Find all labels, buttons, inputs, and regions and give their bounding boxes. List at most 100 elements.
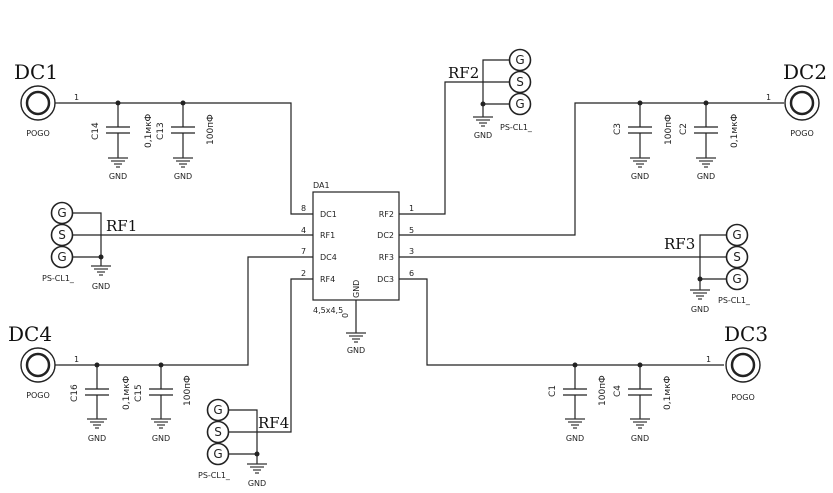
rf-connector-rf1: GND G S G RF1 PS-CL1_: [42, 201, 137, 291]
pin-name-rf1: RF1: [320, 231, 335, 240]
wire-dc3: [399, 278, 724, 366]
wire-dc4: [59, 256, 313, 366]
wires: [59, 81, 784, 433]
pin-name-rf2: RF2: [379, 210, 394, 219]
c16-gnd: GND: [88, 434, 106, 443]
rf1-pin-g2: G: [57, 250, 66, 264]
c2-gnd: GND: [697, 172, 715, 181]
pogo-dc4-ref: DC4: [8, 322, 52, 346]
rf2-gnd: GND: [474, 131, 492, 140]
rf1-pin-s: S: [58, 228, 66, 242]
capacitor-c3: GND C3 100пФ: [613, 100, 674, 181]
chip-body: [312, 191, 400, 301]
rf3-pin-s: S: [733, 250, 741, 264]
wire-rf4: [228, 278, 313, 433]
c4-value: 0,1мкФ: [663, 375, 673, 410]
wire-rf2: [399, 81, 509, 215]
c13-gnd: GND: [174, 172, 192, 181]
rf-connector-rf3: GND G S G RF3 PS-CL1_: [664, 223, 751, 314]
rf4-pin-g2: G: [213, 447, 222, 461]
pin-name-dc4: DC4: [320, 253, 337, 262]
pin-num-7: 7: [301, 247, 306, 256]
pogo-dc3-ref: DC3: [724, 322, 768, 346]
c2-ref: C2: [679, 123, 689, 135]
pogo-dc1-pin: 1: [74, 93, 79, 102]
rf4-gnd: GND: [248, 479, 266, 488]
pin-num-4: 4: [301, 226, 306, 235]
c16-value: 0,1мкФ: [122, 375, 132, 410]
capacitor-c13: GND C13 100пФ: [156, 100, 216, 181]
rf1-part: PS-CL1_: [42, 274, 75, 283]
c13-ref: C13: [156, 122, 166, 140]
rf-connector-rf4: GND G S G RF4 PS-CL1_: [198, 398, 289, 488]
capacitor-c16: GND C16 0,1мкФ: [70, 362, 132, 443]
c15-ref: C15: [134, 384, 144, 402]
pin-num-6: 6: [409, 269, 414, 278]
rf1-pin-g1: G: [57, 206, 66, 220]
c13-value: 100пФ: [206, 114, 216, 145]
pin-name-dc2: DC2: [377, 231, 394, 240]
pogo-dc1: DC1 POGO 1: [14, 60, 79, 138]
capacitor-c2: GND C2 0,1мкФ: [679, 100, 740, 181]
rf-connector-rf2: GND G S G RF2 PS-CL1_: [448, 48, 533, 140]
c2-value: 0,1мкФ: [730, 113, 740, 148]
pogo-dc4-pin: 1: [74, 355, 79, 364]
pin-num-5: 5: [409, 226, 414, 235]
pin-name-dc3: DC3: [377, 275, 394, 284]
pogo-dc1-ref: DC1: [14, 60, 58, 84]
capacitor-c14: GND C14 0,1мкФ: [91, 100, 154, 181]
gnd-label: GND: [347, 346, 365, 355]
c15-gnd: GND: [152, 434, 170, 443]
pin-num-0: 0: [341, 313, 350, 318]
c15-value: 100пФ: [183, 375, 193, 406]
pogo-dc3: DC3 POGO 1: [706, 322, 768, 402]
c14-value: 0,1мкФ: [144, 113, 154, 148]
pin-name-rf4: RF4: [320, 275, 335, 284]
pogo-dc2-ref: DC2: [783, 60, 827, 84]
rf3-label: RF3: [664, 235, 695, 253]
pin-num-3: 3: [409, 247, 414, 256]
rf3-pin-g2: G: [732, 272, 741, 286]
c3-gnd: GND: [631, 172, 649, 181]
rf2-pin-g1: G: [515, 53, 524, 67]
rf3-pin-g1: G: [732, 228, 741, 242]
c14-gnd: GND: [109, 172, 127, 181]
chip-ref: DA1: [313, 181, 330, 190]
pogo-dc3-pin: 1: [706, 355, 711, 364]
capacitor-c1: GND C1 100пФ: [548, 362, 608, 443]
c1-gnd: GND: [566, 434, 584, 443]
c3-ref: C3: [613, 123, 623, 135]
pogo-dc2: DC2 POGO 1: [766, 60, 827, 138]
pin-name-rf3: RF3: [379, 253, 394, 262]
c3-value: 100пФ: [664, 114, 674, 145]
c14-ref: C14: [91, 122, 101, 140]
chip-size: 4,5x4,5: [313, 306, 343, 315]
chip-da1: DA1 4,5x4,5 DC1 RF1 DC4 RF4 RF2 DC2 RF3 …: [301, 181, 414, 355]
wire-dc1: [59, 102, 313, 215]
rf3-gnd: GND: [691, 305, 709, 314]
rf4-label: RF4: [258, 414, 289, 432]
pin-name-dc1: DC1: [320, 210, 337, 219]
c4-gnd: GND: [631, 434, 649, 443]
rf2-pin-g2: G: [515, 97, 524, 111]
rf2-label: RF2: [448, 64, 479, 82]
c16-ref: C16: [70, 384, 80, 402]
gnd-symbol: [346, 332, 366, 343]
wire-dc2: [399, 102, 784, 236]
rf3-part: PS-CL1_: [718, 296, 751, 305]
pin-num-1: 1: [409, 204, 414, 213]
pogo-dc1-type: POGO: [26, 129, 50, 138]
pogo-dc3-type: POGO: [731, 393, 755, 402]
c1-value: 100пФ: [598, 375, 608, 406]
rf1-label: RF1: [106, 217, 137, 235]
capacitor-c15: GND C15 100пФ: [134, 362, 193, 443]
pogo-dc2-pin: 1: [766, 93, 771, 102]
pin-num-8: 8: [301, 204, 306, 213]
rf2-part: PS-CL1_: [500, 123, 533, 132]
c4-ref: C4: [613, 385, 623, 397]
rf4-part: PS-CL1_: [198, 471, 231, 480]
rf2-pin-s: S: [516, 75, 524, 89]
pin-num-2: 2: [301, 269, 306, 278]
pogo-dc2-type: POGO: [790, 129, 814, 138]
